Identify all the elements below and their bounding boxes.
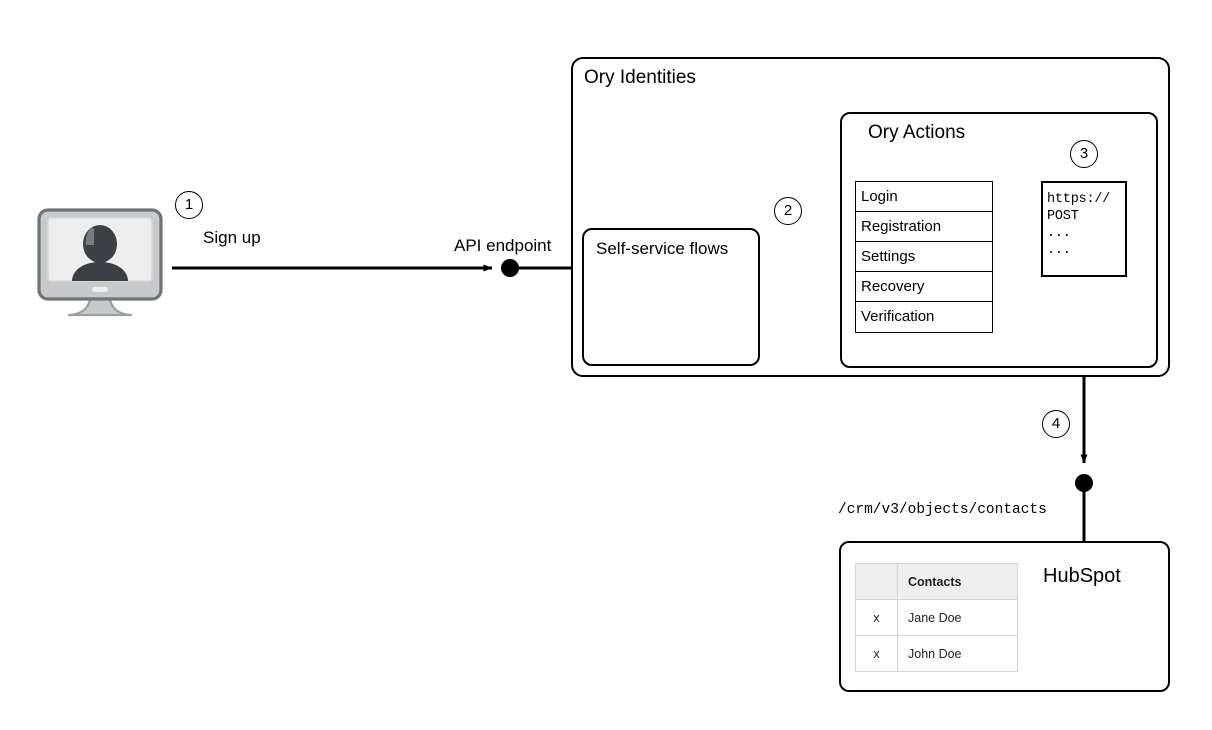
edge-label-crm-path: /crm/v3/objects/contacts [838, 502, 1047, 518]
row-mark: x [855, 635, 898, 672]
self-service-flows-title: Self-service flows [596, 239, 729, 258]
flow-list: Login Registration Settings Recovery Ver… [855, 181, 993, 333]
table-row: x Jane Doe [855, 599, 1018, 636]
table-header-contacts: Contacts [897, 563, 1018, 600]
webhook-request-code: https:// POST ... ... [1047, 192, 1111, 258]
flow-item-verification[interactable]: Verification [856, 302, 992, 332]
table-header-row: Contacts [855, 563, 1018, 600]
api-endpoint-dot [501, 259, 519, 277]
contacts-table: Contacts x Jane Doe x John Doe [855, 563, 1018, 672]
flow-item-registration[interactable]: Registration [856, 212, 992, 242]
flow-item-settings[interactable]: Settings [856, 242, 992, 272]
ory-identities-title: Ory Identities [584, 67, 696, 88]
edge-label-api-endpoint: API endpoint [454, 236, 552, 255]
row-contact-name: Jane Doe [897, 599, 1018, 636]
table-row: x John Doe [855, 635, 1018, 672]
flow-item-login[interactable]: Login [856, 182, 992, 212]
step-badge-4: 4 [1042, 410, 1070, 438]
table-header-mark [855, 563, 898, 600]
ory-actions-title: Ory Actions [868, 122, 966, 143]
row-contact-name: John Doe [897, 635, 1018, 672]
user-monitor-icon [37, 208, 163, 317]
step-badge-1: 1 [175, 191, 203, 219]
flow-item-recovery[interactable]: Recovery [856, 272, 992, 302]
step-badge-3: 3 [1070, 140, 1098, 168]
hubspot-title: HubSpot [1043, 565, 1121, 587]
row-mark: x [855, 599, 898, 636]
webhook-request-box [1041, 181, 1127, 277]
self-service-flows-container [582, 228, 760, 366]
edge-label-signup: Sign up [203, 228, 261, 247]
step-badge-2: 2 [774, 197, 802, 225]
